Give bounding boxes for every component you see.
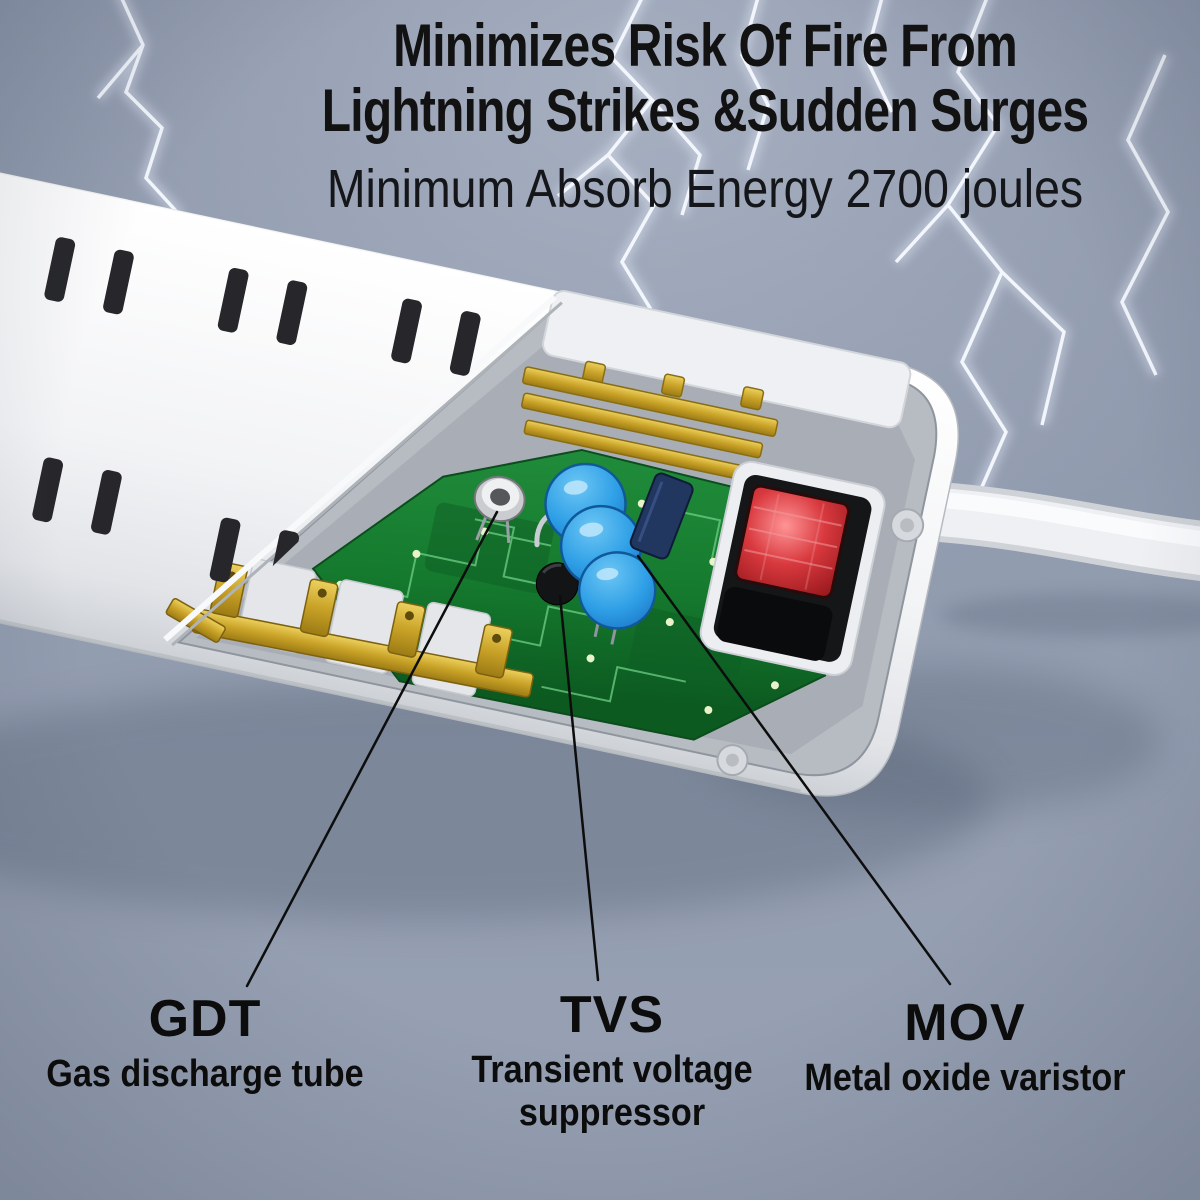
tvs-name-line1: Transient voltage [471, 1048, 753, 1091]
gdt-abbr-label: GDT [148, 990, 262, 1048]
subtitle: Minimum Absorb Energy 2700 joules [326, 158, 1084, 219]
title-line-2: Lightning Strikes &Sudden Surges [321, 76, 1089, 144]
mov-name-label: Metal oxide varistor [776, 1057, 1154, 1101]
mov-abbr-label: MOV [904, 994, 1026, 1052]
tvs-abbr-label: TVS [559, 986, 665, 1044]
tvs-name-label: Transient voltage suppressor [423, 1049, 801, 1136]
headline: Minimizes Risk Of Fire From Lightning St… [210, 12, 1200, 220]
callout-gdt: GDT Gas discharge tube [0, 992, 415, 1096]
callout-mov: MOV Metal oxide varistor [755, 996, 1175, 1100]
mov-name-line1: Metal oxide varistor [804, 1056, 1126, 1099]
title-line-1: Minimizes Risk Of Fire From [393, 12, 1018, 79]
callout-tvs: TVS Transient voltage suppressor [402, 988, 822, 1136]
gdt-name-line1: Gas discharge tube [46, 1052, 364, 1095]
gdt-name-label: Gas discharge tube [16, 1053, 394, 1097]
tvs-name-line2: suppressor [518, 1092, 706, 1135]
